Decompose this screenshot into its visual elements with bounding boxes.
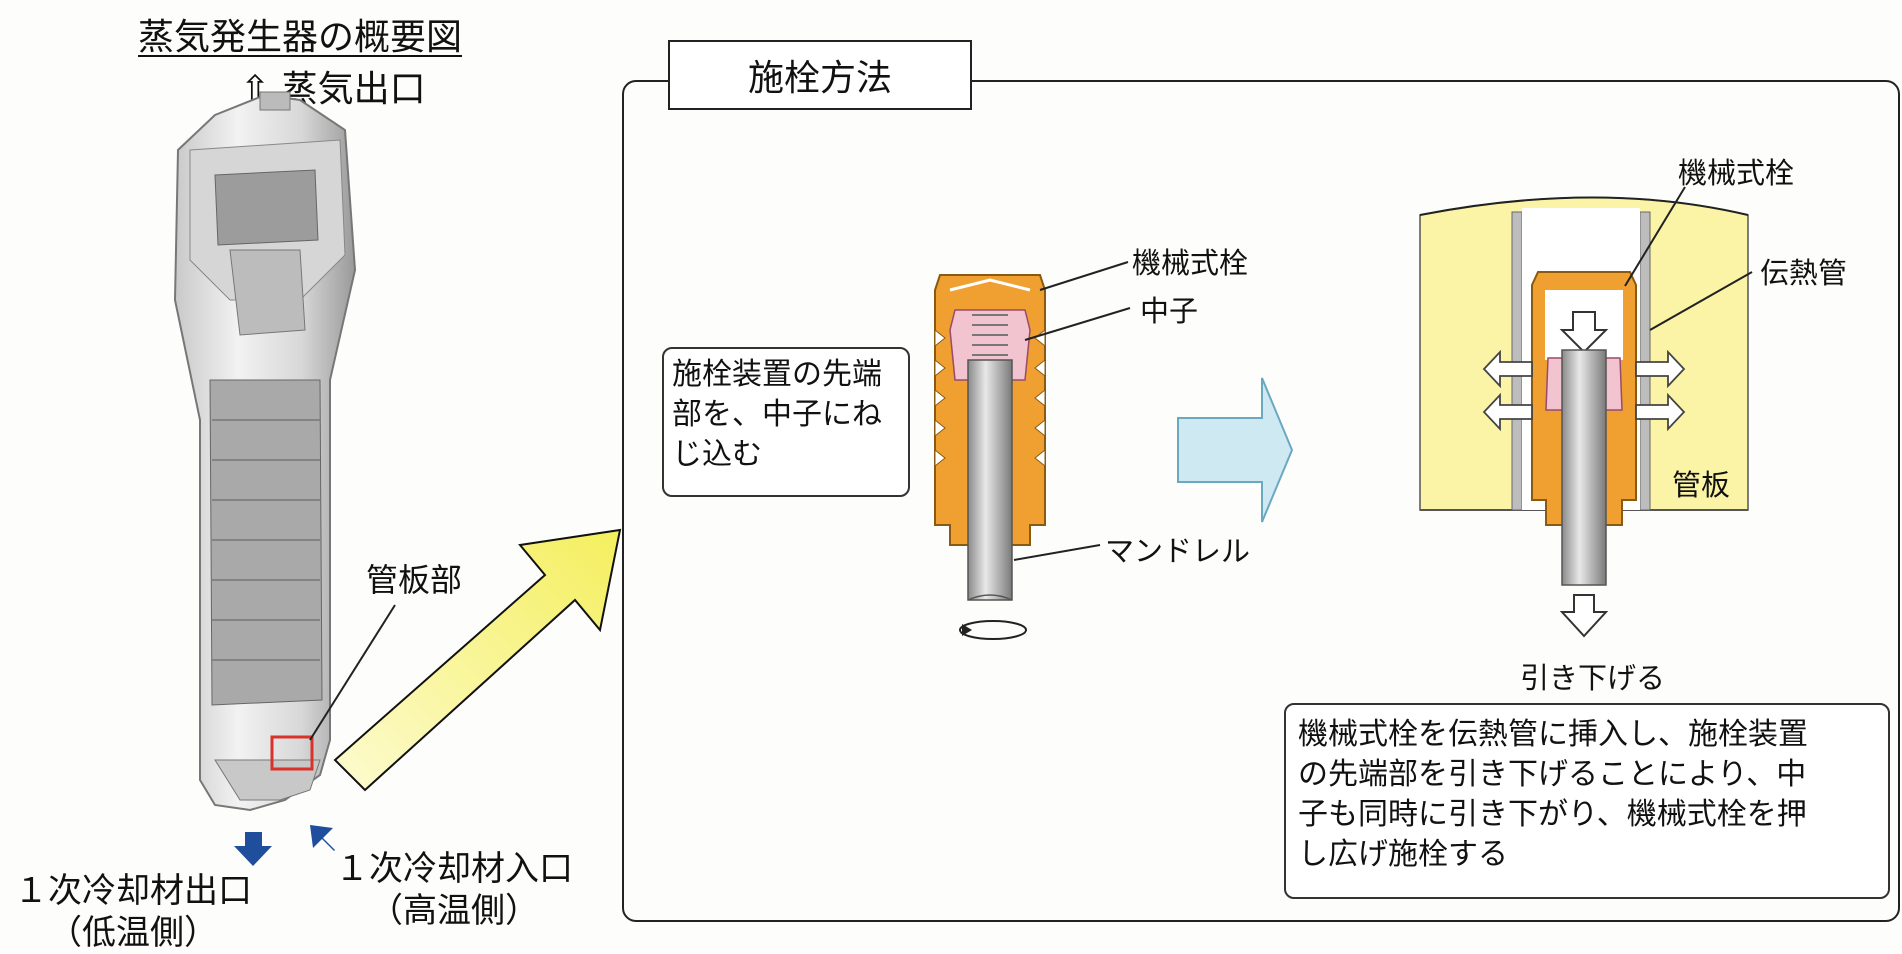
- primary-inlet-side-text: （高温側）: [369, 891, 539, 931]
- right-note-line: 子も同時に引き下がり、機械式栓を押: [1298, 797, 1807, 832]
- left-step-note: 施栓装置の先端 部を、中子にね じ込む: [662, 347, 910, 497]
- left-note-line: じ込む: [672, 437, 762, 472]
- primary-outlet-label: １次冷却材出口 （低温側）: [14, 870, 252, 954]
- tube-sheet-highlight: [270, 735, 314, 771]
- right-note-line: の先端部を引き下げることにより、中: [1298, 757, 1807, 792]
- pull-down-label: 引き下げる: [1520, 661, 1666, 695]
- plug-insertion-illustration: [934, 261, 1131, 640]
- primary-inlet-label: １次冷却材入口 （高温側）: [335, 848, 573, 932]
- plug-expansion-illustration: [1419, 186, 1753, 638]
- right-note-line: し広げ施栓する: [1298, 837, 1508, 872]
- right-note-line: 機械式栓を伝熱管に挿入し、施栓装置: [1298, 717, 1808, 752]
- tube-sheet-label: 管板: [1672, 468, 1731, 502]
- primary-inlet-arrow-icon: [310, 825, 335, 851]
- right-plug-label: 機械式栓: [1678, 156, 1795, 190]
- steam-generator-illustration: [173, 91, 357, 812]
- tube-sheet-part-label: 管板部: [366, 561, 463, 599]
- diagram-title: 蒸気発生器の概要図: [138, 17, 463, 58]
- primary-outlet-text: １次冷却材出口: [14, 871, 252, 911]
- primary-outlet-side-text: （低温側）: [48, 913, 218, 953]
- left-note-line: 施栓装置の先端: [672, 357, 882, 392]
- primary-inlet-text: １次冷却材入口: [335, 849, 573, 889]
- heat-tube-label: 伝熱管: [1760, 256, 1848, 290]
- left-plug-label: 機械式栓: [1132, 246, 1249, 280]
- process-arrow-icon: [1177, 377, 1294, 523]
- method-panel: [622, 80, 1900, 922]
- method-panel-title: 施栓方法: [668, 40, 972, 110]
- mandrel-label: マンドレル: [1105, 534, 1251, 568]
- tube-sheet-leader-line: [309, 604, 396, 741]
- core-label: 中子: [1140, 294, 1199, 328]
- primary-outlet-arrow-icon: [234, 832, 272, 866]
- left-note-line: 部を、中子にね: [672, 397, 882, 432]
- zoom-arrow-icon: [333, 528, 622, 792]
- right-step-note: 機械式栓を伝熱管に挿入し、施栓装置 の先端部を引き下げることにより、中 子も同時…: [1284, 703, 1890, 899]
